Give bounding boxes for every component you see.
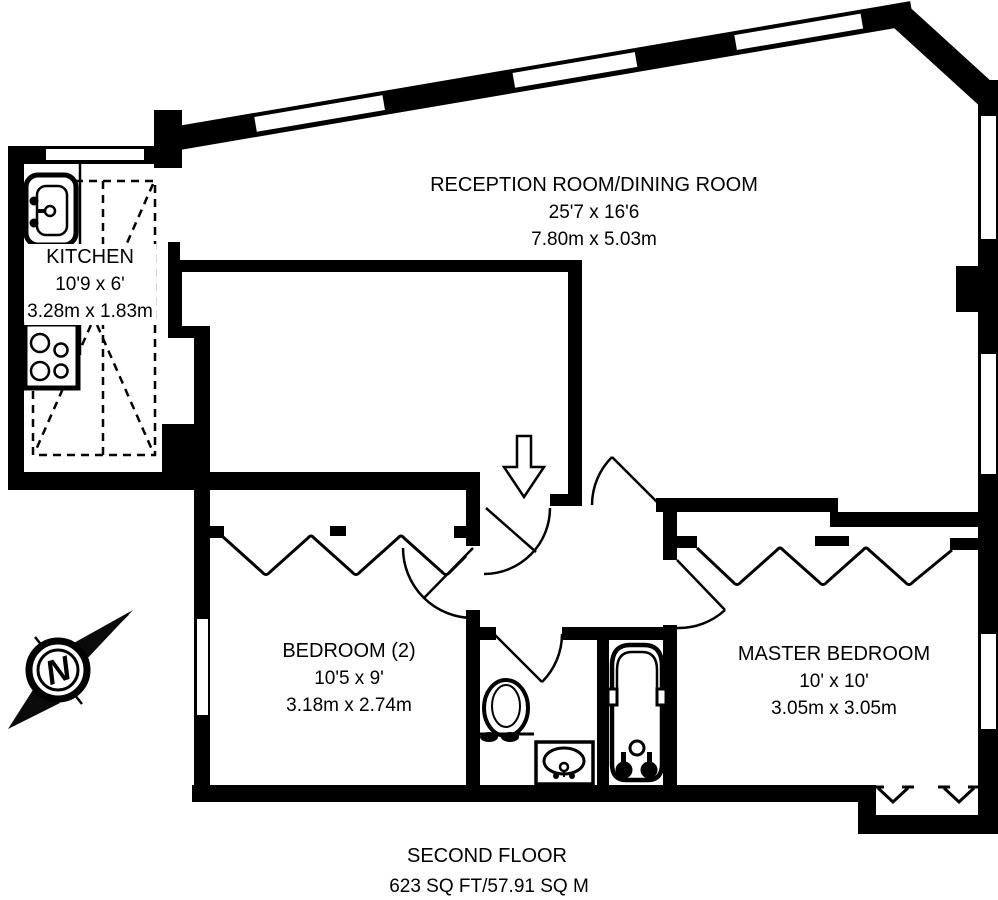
window-right-1 [979, 114, 998, 241]
bedroom2-name: BEDROOM (2) [282, 640, 416, 662]
left-wall [194, 326, 210, 802]
bedroom2-top-wall [162, 472, 480, 490]
window-bedroom2 [195, 617, 210, 717]
outer-walls [8, 1, 998, 834]
bedroom2-right-wall-lower [466, 610, 480, 785]
landing-walls [168, 242, 582, 506]
south-wall [192, 785, 876, 802]
interior-walls [162, 472, 988, 785]
floor-area: 623 SQ FT/57.91 SQ M [389, 876, 589, 897]
window-kitchen [44, 147, 146, 162]
entrance-arrow-icon [501, 434, 547, 500]
window-top-2 [510, 49, 640, 91]
master-bottom-chevrons [872, 785, 980, 805]
floor-title: SECOND FLOOR [406, 845, 568, 867]
master-left-wall-lower [663, 625, 677, 785]
toilet-icon [478, 678, 534, 742]
kitchen-left-wall [8, 146, 24, 490]
bathroom-door-arc [541, 633, 564, 683]
kitchen-size-m: 3.28m x 1.83m [24, 298, 156, 325]
bathroom-top-wall-left [466, 627, 496, 640]
door-arcs [401, 456, 726, 683]
kitchen-sink-icon [23, 172, 79, 248]
wardrobe-master [677, 536, 980, 586]
bathtub-icon [606, 642, 668, 783]
master-size-m: 3.05m x 3.05m [771, 698, 897, 719]
window-master [979, 632, 998, 731]
kitchen-corner-junction [154, 110, 182, 168]
bedroom2-size-ft: 10'5 x 9' [314, 668, 384, 689]
window-top-3 [732, 11, 866, 53]
master-bottom-wall [858, 815, 998, 834]
master-top-wall [830, 512, 988, 527]
room-label-kitchen: KITCHEN 10'9 x 6' 3.28m x 1.83m [24, 244, 156, 325]
kitchen-name: KITCHEN [24, 244, 156, 271]
bathroom-sink-icon [534, 740, 595, 786]
master-name: MASTER BEDROOM [737, 643, 931, 665]
master-door-arc [676, 609, 726, 630]
bathroom-divider-wall [597, 632, 609, 785]
window-right-2 [979, 352, 998, 476]
entrance-door-leaf [485, 507, 537, 553]
compass-north-icon: N [8, 610, 133, 729]
top-diagonal-wall [158, 1, 915, 153]
master-left-wall-upper [663, 505, 677, 560]
hall-reception-wall [656, 498, 838, 512]
wardrobe-bedroom2 [206, 526, 472, 576]
kitchen-bottom-wall [8, 472, 210, 490]
reception-door-leaf [611, 456, 661, 506]
bathroom-top-wall-right [562, 627, 677, 640]
reception-size-m: 7.80m x 5.03m [531, 229, 657, 250]
hob-icon [22, 321, 81, 391]
reception-door-arc [590, 456, 613, 506]
right-wall-pillar [956, 266, 984, 312]
entrance-door-arc [483, 507, 552, 576]
master-size-ft: 10' x 10' [799, 671, 869, 692]
chamfer-wall [889, 4, 997, 106]
master-door-leaf [676, 559, 726, 611]
room-label-reception: RECEPTION ROOM/DINING ROOM 25'7 x 16'6 7… [430, 172, 758, 253]
reception-name: RECEPTION ROOM/DINING ROOM [430, 174, 758, 196]
kitchen-size-ft: 10'9 x 6' [24, 271, 156, 298]
reception-size-ft: 25'7 x 16'6 [548, 202, 640, 223]
room-label-bedroom2: BEDROOM (2) 10'5 x 9' 3.18m x 2.74m [282, 638, 415, 719]
bathroom-door-leaf [493, 633, 543, 683]
bedroom2-size-m: 3.18m x 2.74m [286, 695, 412, 716]
window-top-1 [251, 92, 388, 135]
room-label-master: MASTER BEDROOM 10' x 10' 3.05m x 3.05m [738, 641, 930, 722]
